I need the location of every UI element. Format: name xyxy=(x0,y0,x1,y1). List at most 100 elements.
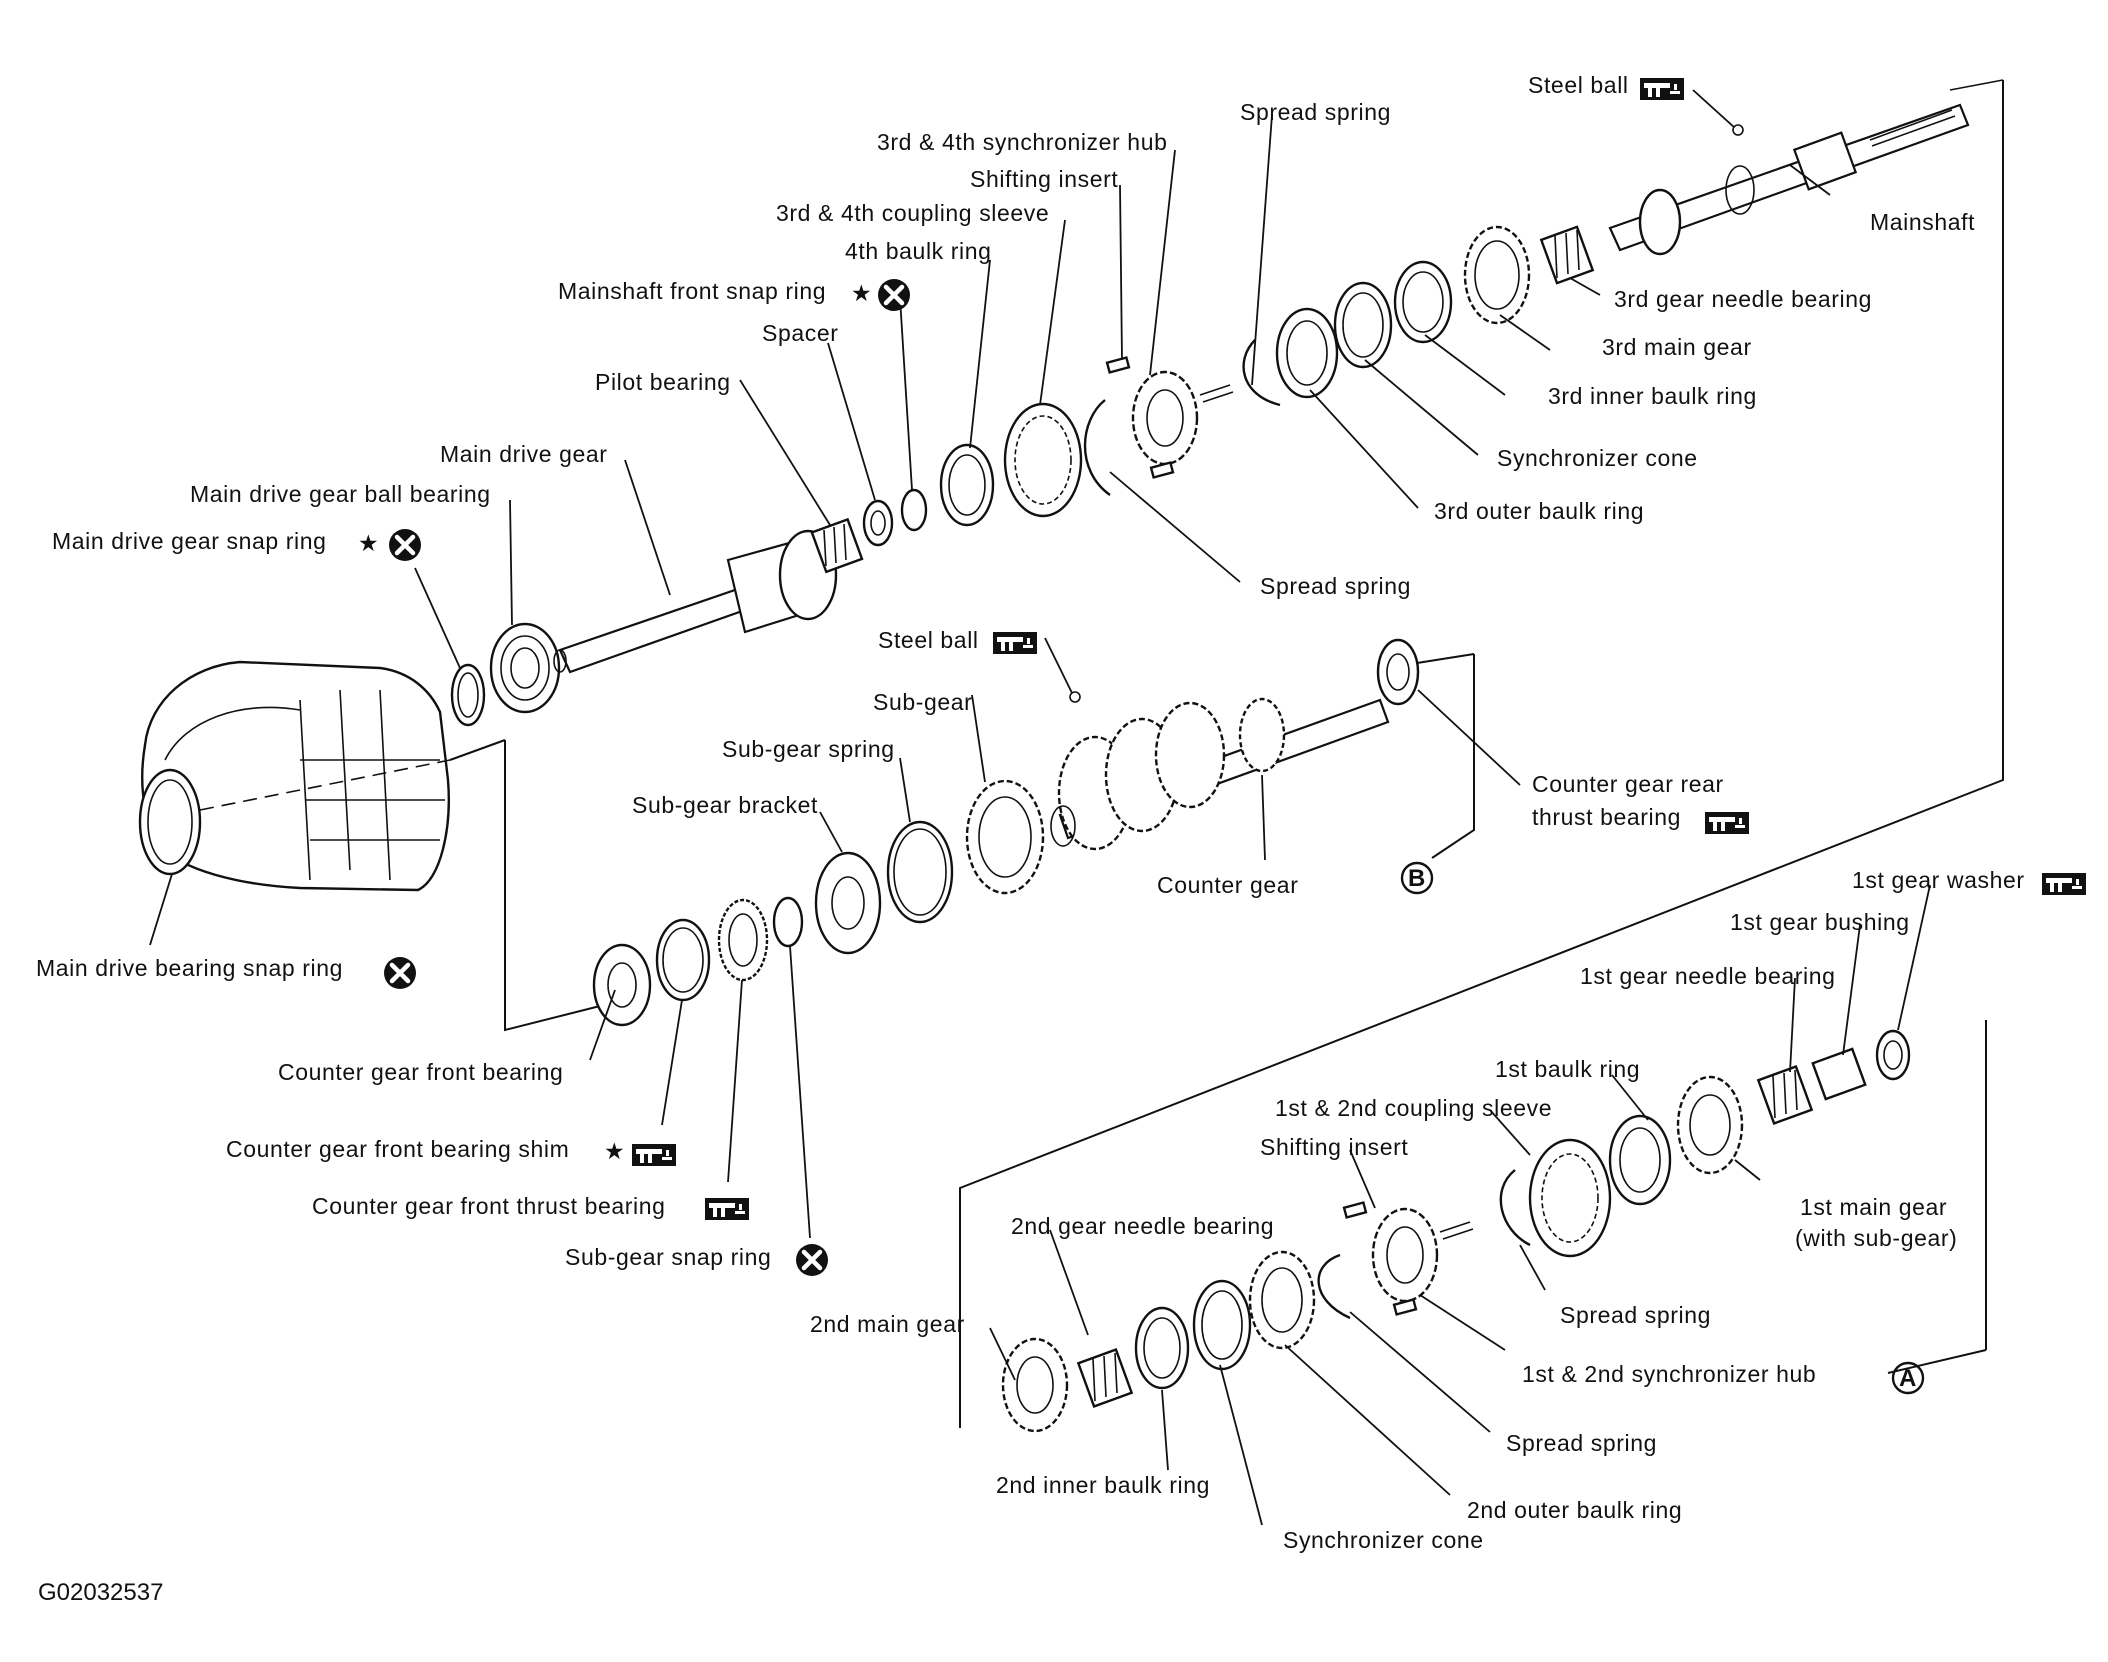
counter-gear-part xyxy=(1050,697,1390,851)
sub-gear-spring-part xyxy=(886,820,954,924)
label-spread-spring-mid: Spread spring xyxy=(1260,573,1411,599)
label-outer-baulk-ring-2nd: 2nd outer baulk ring xyxy=(1467,1497,1682,1523)
inner-baulk-ring-3rd-part xyxy=(1393,260,1453,344)
label-gear-bushing-1st: 1st gear bushing xyxy=(1730,909,1910,935)
counter-gear-front-bearing-shim-part xyxy=(655,918,711,1002)
main-drive-gear-part xyxy=(553,529,838,674)
label-inner-baulk-ring-2nd: 2nd inner baulk ring xyxy=(996,1472,1210,1498)
label-outer-baulk-ring-3rd: 3rd outer baulk ring xyxy=(1434,498,1644,524)
label-main-gear-1st: 1st main gear xyxy=(1800,1194,1947,1220)
label-steel-ball-top: Steel ball xyxy=(1528,72,1629,98)
label-shifting-insert-bottom: Shifting insert xyxy=(1260,1134,1408,1160)
label-spread-spring-top: Spread spring xyxy=(1240,99,1391,125)
spread-spring-mid-part xyxy=(1083,399,1111,496)
gear-needle-bearing-1st-part xyxy=(1756,1065,1814,1125)
figure-code: G02032537 xyxy=(38,1579,163,1606)
leader-lines xyxy=(149,89,1931,1526)
gear-bushing-1st-part xyxy=(1811,1047,1867,1101)
label-main-gear-1st-2: (with sub-gear) xyxy=(1795,1225,1957,1251)
label-main-drive-gear-snap-ring: Main drive gear snap ring xyxy=(52,528,327,554)
assembly-boundary-lines xyxy=(449,79,2004,1428)
star-mark: ★ xyxy=(851,280,872,306)
label-gear-needle-bearing-3rd: 3rd gear needle bearing xyxy=(1614,286,1872,312)
label-coupling-sleeve-34: 3rd & 4th coupling sleeve xyxy=(776,200,1049,226)
label-synchronizer-cone-top: Synchronizer cone xyxy=(1497,445,1698,471)
label-gear-needle-bearing-2nd: 2nd gear needle bearing xyxy=(1011,1213,1274,1239)
label-main-gear-3rd: 3rd main gear xyxy=(1602,334,1752,360)
label-counter-gear-rear-thrust-bearing: Counter gear rear xyxy=(1532,771,1724,797)
gear-needle-bearing-2nd-part xyxy=(1076,1348,1134,1408)
coupling-sleeve-12-part xyxy=(1528,1138,1612,1258)
main-gear-2nd-part xyxy=(1001,1337,1069,1433)
counter-gear-front-bearing-part xyxy=(592,943,652,1027)
label-spread-spring-bottom-right: Spread spring xyxy=(1560,1302,1711,1328)
mainshaft-part xyxy=(1608,103,1970,256)
label-gear-washer-1st: 1st gear washer xyxy=(1852,867,2025,893)
callout-b-circle xyxy=(1400,861,1434,895)
label-sub-gear: Sub-gear xyxy=(873,689,972,715)
synchronizer-cone-top-part xyxy=(1333,281,1393,369)
main-drive-gear-ball-bearing-part xyxy=(489,622,561,714)
outer-baulk-ring-2nd-part xyxy=(1248,1250,1316,1350)
label-counter-gear-front-bearing: Counter gear front bearing xyxy=(278,1059,563,1085)
callout-a-circle xyxy=(1891,1361,1925,1395)
label-sync-hub-12: 1st & 2nd synchronizer hub xyxy=(1522,1361,1816,1387)
label-gear-needle-bearing-1st: 1st gear needle bearing xyxy=(1580,963,1835,989)
label-shifting-insert-top: Shifting insert xyxy=(970,166,1118,192)
callout-a: A xyxy=(1899,1365,1916,1392)
label-main-drive-gear: Main drive gear xyxy=(440,441,608,467)
label-counter-gear-rear-thrust-bearing-2: thrust bearing xyxy=(1532,804,1681,830)
part-labels: Steel ball Spread spring 3rd & 4th synch… xyxy=(36,72,2086,1606)
label-mainshaft: Mainshaft xyxy=(1870,209,1975,235)
sync-hub-34-part xyxy=(1105,356,1234,479)
label-steel-ball-mid: Steel ball xyxy=(878,627,979,653)
label-synchronizer-cone-bottom: Synchronizer cone xyxy=(1283,1527,1484,1553)
label-counter-gear: Counter gear xyxy=(1157,872,1298,898)
coupling-sleeve-34-part xyxy=(1003,402,1083,518)
counter-gear-rear-thrust-bearing-part xyxy=(1376,638,1420,706)
label-counter-gear-front-bearing-shim: Counter gear front bearing shim xyxy=(226,1136,569,1162)
transmission-case xyxy=(138,660,451,892)
label-pilot-bearing: Pilot bearing xyxy=(595,369,731,395)
label-baulk-ring-1st: 1st baulk ring xyxy=(1495,1056,1640,1082)
label-main-drive-bearing-snap-ring: Main drive bearing snap ring xyxy=(36,955,343,981)
star-mark: ★ xyxy=(604,1138,625,1164)
label-main-drive-gear-ball-bearing: Main drive gear ball bearing xyxy=(190,481,491,507)
spread-spring-bottom-part xyxy=(1317,1253,1351,1320)
spread-spring-bottom-right-part xyxy=(1499,1169,1531,1247)
inner-baulk-ring-2nd-part xyxy=(1134,1306,1190,1390)
label-inner-baulk-ring-3rd: 3rd inner baulk ring xyxy=(1548,383,1757,409)
callout-b: B xyxy=(1408,865,1425,892)
spacer-part xyxy=(862,499,894,547)
sub-gear-snap-ring-part xyxy=(772,896,804,948)
label-counter-gear-front-thrust-bearing: Counter gear front thrust bearing xyxy=(312,1193,666,1219)
star-mark: ★ xyxy=(358,530,379,556)
mainshaft-front-snap-ring-part xyxy=(900,488,928,532)
pilot-bearing-part xyxy=(810,517,864,574)
label-spacer: Spacer xyxy=(762,320,838,346)
sync-hub-12-part xyxy=(1342,1201,1474,1316)
spread-spring-top-part xyxy=(1242,339,1281,407)
sub-gear-part xyxy=(965,779,1045,895)
sub-gear-bracket-part xyxy=(814,851,882,955)
label-mainshaft-front-snap-ring: Mainshaft front snap ring xyxy=(558,278,826,304)
main-gear-1st-part xyxy=(1676,1075,1744,1175)
synchronizer-cone-bottom-part xyxy=(1192,1279,1252,1371)
counter-gear-front-thrust-bearing-part xyxy=(717,898,769,982)
label-main-gear-2nd: 2nd main gear xyxy=(810,1311,965,1337)
label-sub-gear-bracket: Sub-gear bracket xyxy=(632,792,818,818)
label-sub-gear-spring: Sub-gear spring xyxy=(722,736,895,762)
gear-needle-bearing-3rd-part xyxy=(1539,225,1595,285)
label-coupling-sleeve-12: 1st & 2nd coupling sleeve xyxy=(1275,1095,1552,1121)
label-spread-spring-bottom: Spread spring xyxy=(1506,1430,1657,1456)
label-sub-gear-snap-ring: Sub-gear snap ring xyxy=(565,1244,771,1270)
main-drive-gear-snap-ring-part xyxy=(450,663,486,727)
baulk-ring-4th-part xyxy=(939,443,995,527)
baulk-ring-1st-part xyxy=(1608,1114,1672,1206)
outer-baulk-ring-3rd-part xyxy=(1275,307,1339,399)
label-sync-hub-34: 3rd & 4th synchronizer hub xyxy=(877,129,1167,155)
gear-washer-1st-part xyxy=(1875,1029,1911,1081)
label-baulk-ring-4th: 4th baulk ring xyxy=(845,238,992,264)
main-gear-3rd-part xyxy=(1463,225,1531,325)
